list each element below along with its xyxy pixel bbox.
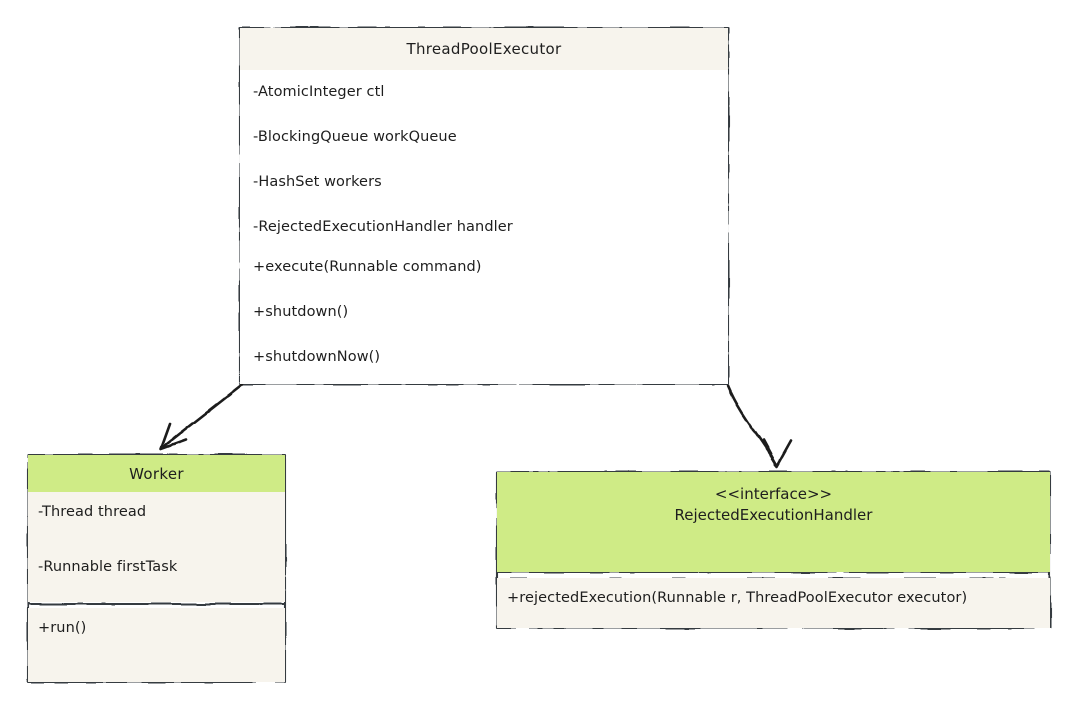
class-name-thread-pool-executor: ThreadPoolExecutor: [406, 40, 562, 58]
attribute-row: -BlockingQueue workQueue: [253, 129, 457, 145]
class-box-worker[interactable]: Worker -Thread thread -Runnable firstTas…: [28, 455, 285, 682]
class-methods-rejected-execution-handler: +rejectedExecution(Runnable r, ThreadPoo…: [497, 578, 1050, 628]
method-row: +run(): [38, 620, 87, 636]
class-attribute-section-worker-2: -Runnable firstTask: [28, 547, 285, 602]
class-box-thread-pool-executor[interactable]: ThreadPoolExecutor -AtomicInteger ctl -B…: [240, 28, 728, 384]
method-row: +shutdown(): [253, 304, 349, 320]
class-name-rejected-execution-handler: RejectedExecutionHandler: [674, 506, 873, 524]
method-row: +execute(Runnable command): [253, 259, 482, 275]
class-header-worker: Worker: [28, 455, 285, 492]
class-attributes-thread-pool-executor: -AtomicInteger ctl -BlockingQueue workQu…: [240, 70, 728, 245]
attribute-row: -HashSet workers: [253, 174, 382, 190]
attribute-row: -AtomicInteger ctl: [253, 84, 385, 100]
class-header-rejected-execution-handler: <<interface>> RejectedExecutionHandler: [497, 472, 1050, 572]
class-box-rejected-execution-handler[interactable]: <<interface>> RejectedExecutionHandler +…: [497, 472, 1050, 628]
relation-tpe-to-handler: [726, 384, 793, 468]
class-header-thread-pool-executor: ThreadPoolExecutor: [240, 28, 728, 70]
class-attribute-section-worker-1: -Thread thread: [28, 492, 285, 547]
class-methods-worker: +run(): [28, 608, 285, 682]
attribute-row: -Runnable firstTask: [38, 559, 178, 575]
method-row: +rejectedExecution(Runnable r, ThreadPoo…: [507, 590, 968, 606]
class-methods-thread-pool-executor: +execute(Runnable command) +shutdown() +…: [240, 245, 728, 384]
attribute-row: -RejectedExecutionHandler handler: [253, 219, 513, 235]
class-stereotype-rejected-execution-handler: <<interface>>: [714, 485, 833, 503]
method-row: +shutdownNow(): [253, 349, 381, 365]
class-name-worker: Worker: [129, 464, 184, 483]
relation-tpe-to-worker: [159, 383, 244, 451]
attribute-row: -Thread thread: [38, 504, 147, 520]
